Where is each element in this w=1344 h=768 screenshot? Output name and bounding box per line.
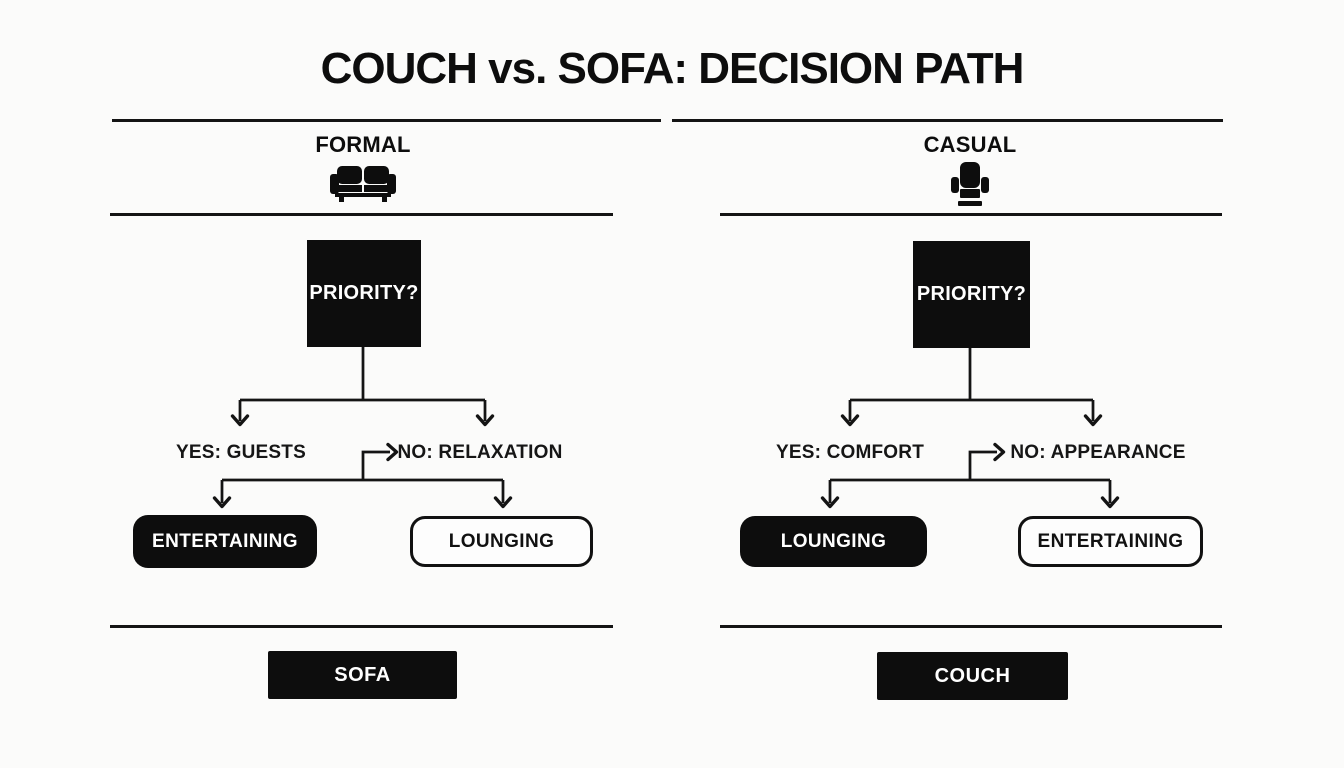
branch-label-yes-guests: YES: GUESTS: [176, 442, 306, 463]
outcome-label: LOUNGING: [780, 530, 887, 552]
divider-mid-right: [720, 213, 1222, 216]
outcome-box-entertaining-formal: ENTERTAINING: [133, 515, 317, 568]
divider-top-right: [672, 119, 1223, 122]
branch-label-no-relaxation: NO: RELAXATION: [397, 442, 563, 463]
outcome-box-lounging-casual: LOUNGING: [740, 516, 927, 567]
column-header-formal: FORMAL: [315, 132, 411, 157]
result-label: SOFA: [334, 663, 391, 686]
decision-label: PRIORITY?: [916, 283, 1027, 305]
column-header-casual: CASUAL: [923, 132, 1017, 157]
divider-bottom-left: [110, 625, 613, 628]
outcome-label: LOUNGING: [448, 530, 555, 552]
decision-box-formal: PRIORITY?: [307, 240, 421, 347]
decision-box-casual: PRIORITY?: [913, 241, 1030, 348]
result-box-couch: COUCH: [877, 652, 1068, 700]
divider-mid-left: [110, 213, 613, 216]
outcome-box-entertaining-casual: ENTERTAINING: [1018, 516, 1203, 567]
branch-label-yes-comfort: YES: COMFORT: [775, 442, 925, 463]
result-label: COUCH: [934, 664, 1011, 687]
divider-bottom-right: [720, 625, 1222, 628]
page-title: COUCH vs. SOFA: DECISION PATH: [320, 44, 1025, 93]
outcome-label: ENTERTAINING: [152, 530, 298, 552]
sofa-icon: [330, 164, 396, 207]
outcome-label: ENTERTAINING: [1037, 530, 1184, 552]
divider-top-left: [112, 119, 661, 122]
armchair-icon: [950, 162, 990, 214]
decision-label: PRIORITY?: [309, 282, 419, 304]
outcome-box-lounging-formal: LOUNGING: [410, 516, 593, 567]
result-box-sofa: SOFA: [268, 651, 457, 699]
branch-label-no-appearance: NO: APPEARANCE: [1010, 442, 1186, 463]
